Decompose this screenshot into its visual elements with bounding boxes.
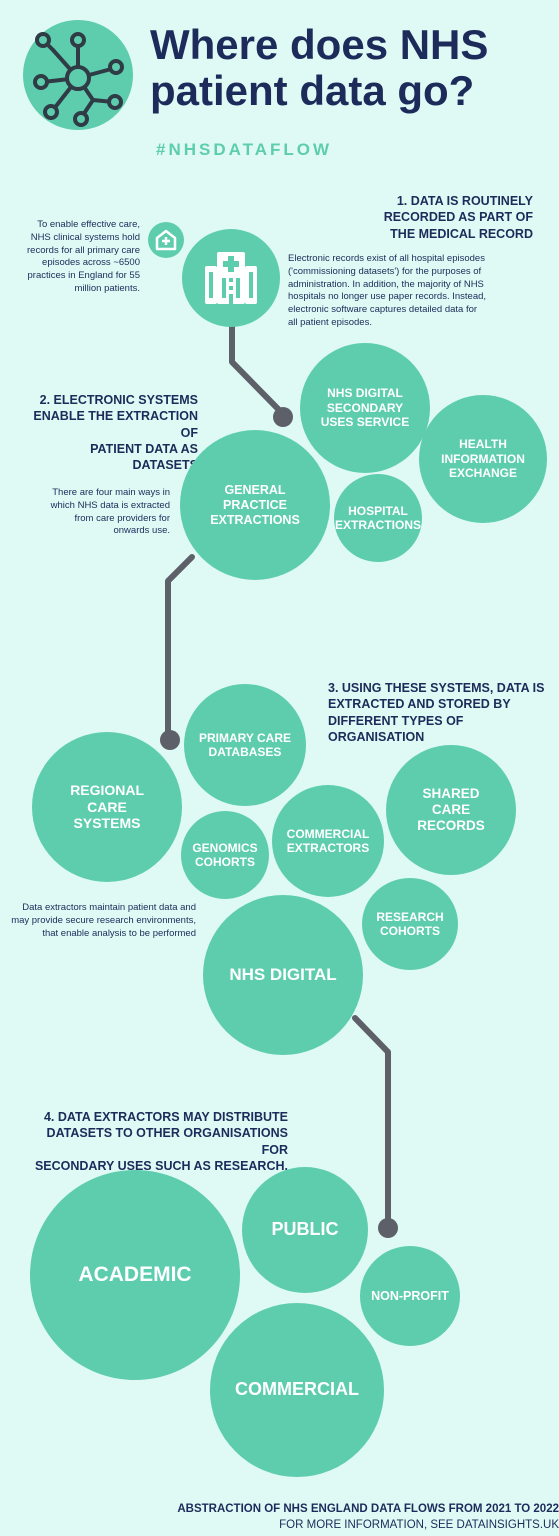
sus-label: NHS DIGITAL SECONDARY USES SERVICE (320, 386, 410, 430)
hospital-extractions-label: HOSPITAL EXTRACTIONS (335, 503, 422, 532)
section2-heading: 2. ELECTRONIC SYSTEMS ENABLE THE EXTRACT… (33, 392, 198, 473)
section4-heading-line: SECONDARY USES SUCH AS RESEARCH. (34, 1158, 288, 1173)
section4-heading: 4. DATA EXTRACTORS MAY DISTRIBUTE DATASE… (30, 1109, 288, 1174)
section2-heading-line: ENABLE THE EXTRACTION OF (33, 409, 198, 440)
connector-line-3 (352, 1015, 391, 1231)
nhs-digital-label: NHS DIGITAL (229, 964, 337, 984)
section1-heading: 1. DATA IS ROUTINELY RECORDED AS PART OF… (384, 193, 533, 242)
research-cohorts-circle: RESEARCH COHORTS (362, 878, 458, 970)
logo-badge (23, 20, 133, 130)
hie-label: HEALTH INFORMATION EXCHANGE (441, 437, 525, 481)
footer-line-2: FOR MORE INFORMATION, SEE DATAINSIGHTS.U… (279, 1519, 559, 1532)
connector-dot-2 (160, 730, 180, 750)
academic-label: ACADEMIC (78, 1263, 192, 1287)
section3-body-text: Data extractors maintain patient data an… (11, 902, 196, 939)
hospital-extractions-circle: HOSPITAL EXTRACTIONS (334, 474, 422, 562)
section1-left-text: To enable effective care, NHS clinical s… (27, 219, 140, 295)
gp-extractions-circle: GENERAL PRACTICE EXTRACTIONS (180, 430, 330, 580)
section1-heading-line: RECORDED AS PART OF (383, 210, 533, 225)
section4-heading-line: 4. DATA EXTRACTORS MAY DISTRIBUTE (43, 1110, 288, 1124)
gp-extractions-label: GENERAL PRACTICE EXTRACTIONS (210, 482, 300, 527)
section3-heading-line: DIFFERENT TYPES OF ORGANISATION (328, 713, 464, 744)
medical-cross-icon (155, 229, 177, 251)
section1-right-text: Electronic records exist of all hospital… (288, 253, 487, 329)
connector-line-2 (165, 554, 195, 743)
page-title-line-2: patient data go? (150, 67, 475, 115)
section2-heading-line: PATIENT DATA AS DATASETS (90, 441, 198, 472)
genomics-circle: GENOMICS COHORTS (181, 811, 269, 899)
commercial-extractors-label: COMMERCIAL EXTRACTORS (286, 826, 370, 855)
research-cohorts-label: RESEARCH COHORTS (376, 909, 444, 938)
section1-heading-line: THE MEDICAL RECORD (390, 226, 533, 241)
network-nodes-icon (33, 32, 124, 127)
public-circle: PUBLIC (242, 1167, 368, 1293)
section1-heading-line: 1. DATA IS ROUTINELY (396, 194, 533, 208)
public-label: PUBLIC (271, 1219, 339, 1240)
hie-circle: HEALTH INFORMATION EXCHANGE (419, 395, 547, 523)
hospital-circle (182, 229, 280, 327)
footer: ABSTRACTION OF NHS ENGLAND DATA FLOWS FR… (177, 1501, 559, 1533)
commercial-label: COMMERCIAL (235, 1379, 359, 1400)
section3-heading: 3. USING THESE SYSTEMS, DATA IS EXTRACTE… (328, 680, 559, 745)
genomics-label: GENOMICS COHORTS (192, 840, 258, 869)
primary-care-circle: PRIMARY CARE DATABASES (184, 684, 306, 806)
non-profit-circle: NON-PROFIT (360, 1246, 460, 1346)
shared-care-circle: SHARED CARE RECORDS (386, 745, 516, 875)
page-title-line-1: Where does NHS (150, 21, 489, 68)
page-title: Where does NHS patient data go? (150, 21, 550, 115)
sus-circle: NHS DIGITAL SECONDARY USES SERVICE (300, 343, 430, 473)
nhs-digital-circle: NHS DIGITAL (203, 895, 363, 1055)
academic-circle: ACADEMIC (30, 1170, 240, 1380)
section2-heading-line: 2. ELECTRONIC SYSTEMS (39, 393, 198, 407)
primary-care-label: PRIMARY CARE DATABASES (198, 730, 291, 759)
connector-line-1 (229, 317, 286, 417)
connector-dot-1 (273, 407, 293, 427)
commercial-circle: COMMERCIAL (210, 1303, 384, 1477)
section3-heading-line: EXTRACTED AND STORED BY (328, 697, 511, 712)
section2-body-text: There are four main ways in which NHS da… (50, 487, 170, 537)
footer-line-1: ABSTRACTION OF NHS ENGLAND DATA FLOWS FR… (177, 1503, 559, 1515)
commercial-extractors-circle: COMMERCIAL EXTRACTORS (272, 785, 384, 897)
section4-heading-line: DATASETS TO OTHER ORGANISATIONS FOR (46, 1126, 288, 1157)
regional-care-label: REGIONAL CARE SYSTEMS (70, 781, 145, 832)
regional-care-circle: REGIONAL CARE SYSTEMS (32, 732, 182, 882)
hashtag: #NHSDATAFLOW (156, 140, 333, 159)
non-profit-label: NON-PROFIT (371, 1288, 449, 1303)
section3-heading-line: 3. USING THESE SYSTEMS, DATA IS (328, 681, 545, 695)
hospital-building-icon (205, 252, 257, 304)
connector-dot-3 (378, 1218, 398, 1238)
shared-care-label: SHARED CARE RECORDS (417, 785, 485, 834)
small-medical-badge (148, 222, 184, 258)
